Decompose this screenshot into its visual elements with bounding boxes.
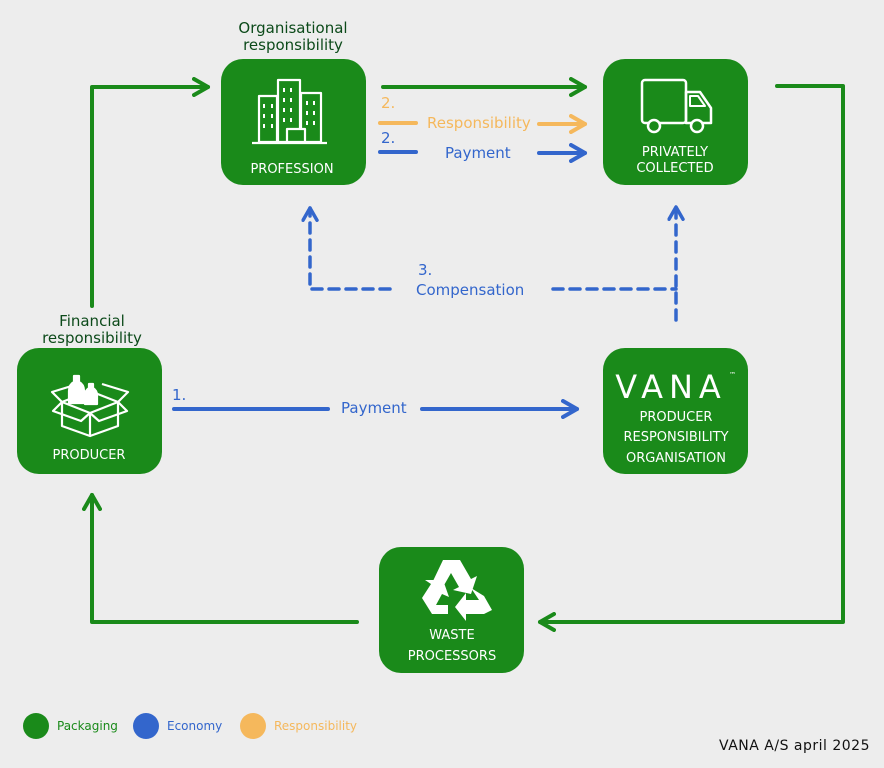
waste-to-producer-arrow: [82, 493, 359, 624]
vana-label-line1: PRODUCER: [640, 410, 713, 425]
producer-label: PRODUCER: [53, 448, 126, 463]
recycle-icon: [422, 560, 492, 621]
payment-2-number: 2.: [381, 129, 395, 147]
producer-caption-line1: Financial: [59, 312, 125, 330]
compensation-label: Compensation: [416, 281, 524, 299]
payment-1-label: Payment: [341, 399, 407, 417]
responsibility-flow: 2. Responsibility: [378, 94, 587, 134]
waste-processors-node: WASTE PROCESSORS: [379, 547, 524, 673]
footer-credit: VANA A/S april 2025: [719, 738, 870, 754]
office-building-icon: [252, 78, 327, 145]
profession-caption-line1: Organisational: [238, 19, 347, 37]
privately-collected-label-line1: PRIVATELY: [642, 145, 708, 160]
producer-node: PRODUCER: [17, 348, 162, 474]
legend-label-economy: Economy: [167, 719, 222, 733]
producer-caption-line2: responsibility: [42, 329, 142, 347]
waste-label-line2: PROCESSORS: [408, 649, 496, 664]
vana-node: VANA ™ PRODUCER RESPONSIBILITY ORGANISAT…: [603, 348, 748, 474]
producer-to-profession-arrow: [90, 77, 210, 308]
compensation-flow: [301, 206, 676, 322]
payment-1-flow: 1. Payment: [172, 386, 579, 419]
legend-swatch-economy: [133, 713, 159, 739]
vana-label-line3: ORGANISATION: [626, 451, 726, 466]
responsibility-number: 2.: [381, 94, 395, 112]
payment-2-flow: 2. Payment: [378, 129, 587, 163]
legend-label-responsibility: Responsibility: [274, 719, 357, 733]
waste-label-line1: WASTE: [429, 628, 474, 643]
compensation-to-profession-arrow: [301, 206, 392, 291]
profession-node: PROFESSION: [221, 59, 366, 185]
legend-label-packaging: Packaging: [57, 719, 118, 733]
responsibility-label: Responsibility: [427, 114, 531, 132]
payment-2-label: Payment: [445, 144, 511, 162]
compensation-number: 3.: [418, 261, 432, 279]
legend: Packaging Economy Responsibility: [23, 713, 357, 739]
legend-item-packaging: Packaging: [23, 713, 118, 739]
vana-trademark: ™: [729, 371, 736, 379]
collected-to-waste-arrow: [538, 84, 845, 632]
box-with-bottles-icon: [50, 374, 130, 438]
packaging-flow: [82, 77, 845, 632]
payment-1-number: 1.: [172, 386, 186, 404]
privately-collected-node: PRIVATELY COLLECTED: [603, 59, 748, 185]
privately-collected-label-line2: COLLECTED: [636, 161, 713, 176]
vana-logo: VANA: [615, 368, 727, 406]
compensation-to-collected-arrow: [551, 207, 676, 322]
legend-swatch-packaging: [23, 713, 49, 739]
truck-icon: [640, 78, 713, 134]
profession-caption-line2: responsibility: [243, 36, 343, 54]
vana-label-line2: RESPONSIBILITY: [623, 430, 728, 445]
legend-swatch-responsibility: [240, 713, 266, 739]
legend-item-responsibility: Responsibility: [240, 713, 357, 739]
profession-label: PROFESSION: [250, 162, 333, 177]
legend-item-economy: Economy: [133, 713, 222, 739]
